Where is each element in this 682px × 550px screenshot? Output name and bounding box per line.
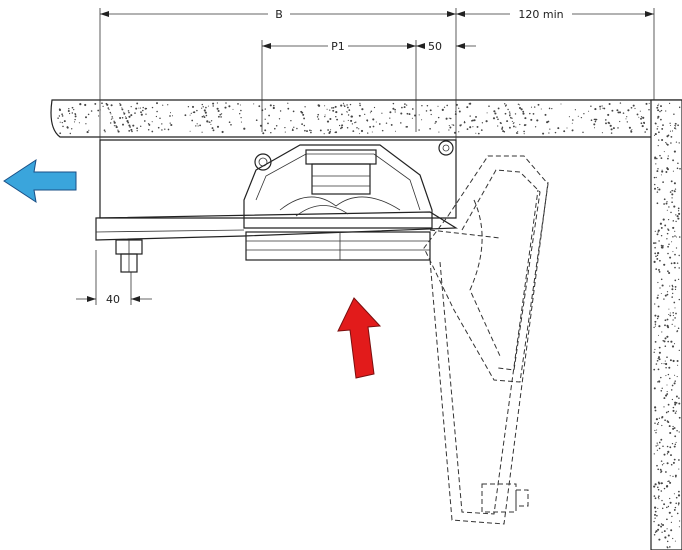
outlet-air-arrow (3, 158, 77, 204)
dimension-50: 50 (416, 40, 476, 53)
dimension-b: B (99, 8, 457, 140)
dimension-120-min: 120 min (456, 8, 655, 100)
concrete-texture (57, 102, 681, 549)
dimension-50-label: 50 (428, 40, 442, 53)
unit-housing (95, 139, 458, 241)
ceiling-slab (50, 99, 682, 138)
fan-motor (243, 144, 433, 229)
dimension-b-label: B (275, 8, 283, 21)
hinged-panel-open (423, 155, 549, 525)
inlet-air-arrow (337, 297, 382, 379)
dimension-p1: P1 (261, 40, 417, 132)
dimension-40-label: 40 (106, 293, 120, 306)
coil-fins (245, 231, 431, 261)
wall (650, 99, 682, 550)
mounting-bolt (115, 239, 143, 273)
dimension-40: 40 (76, 250, 152, 306)
dimension-120-min-label: 120 min (518, 8, 563, 21)
dimension-p1-label: P1 (331, 40, 345, 53)
